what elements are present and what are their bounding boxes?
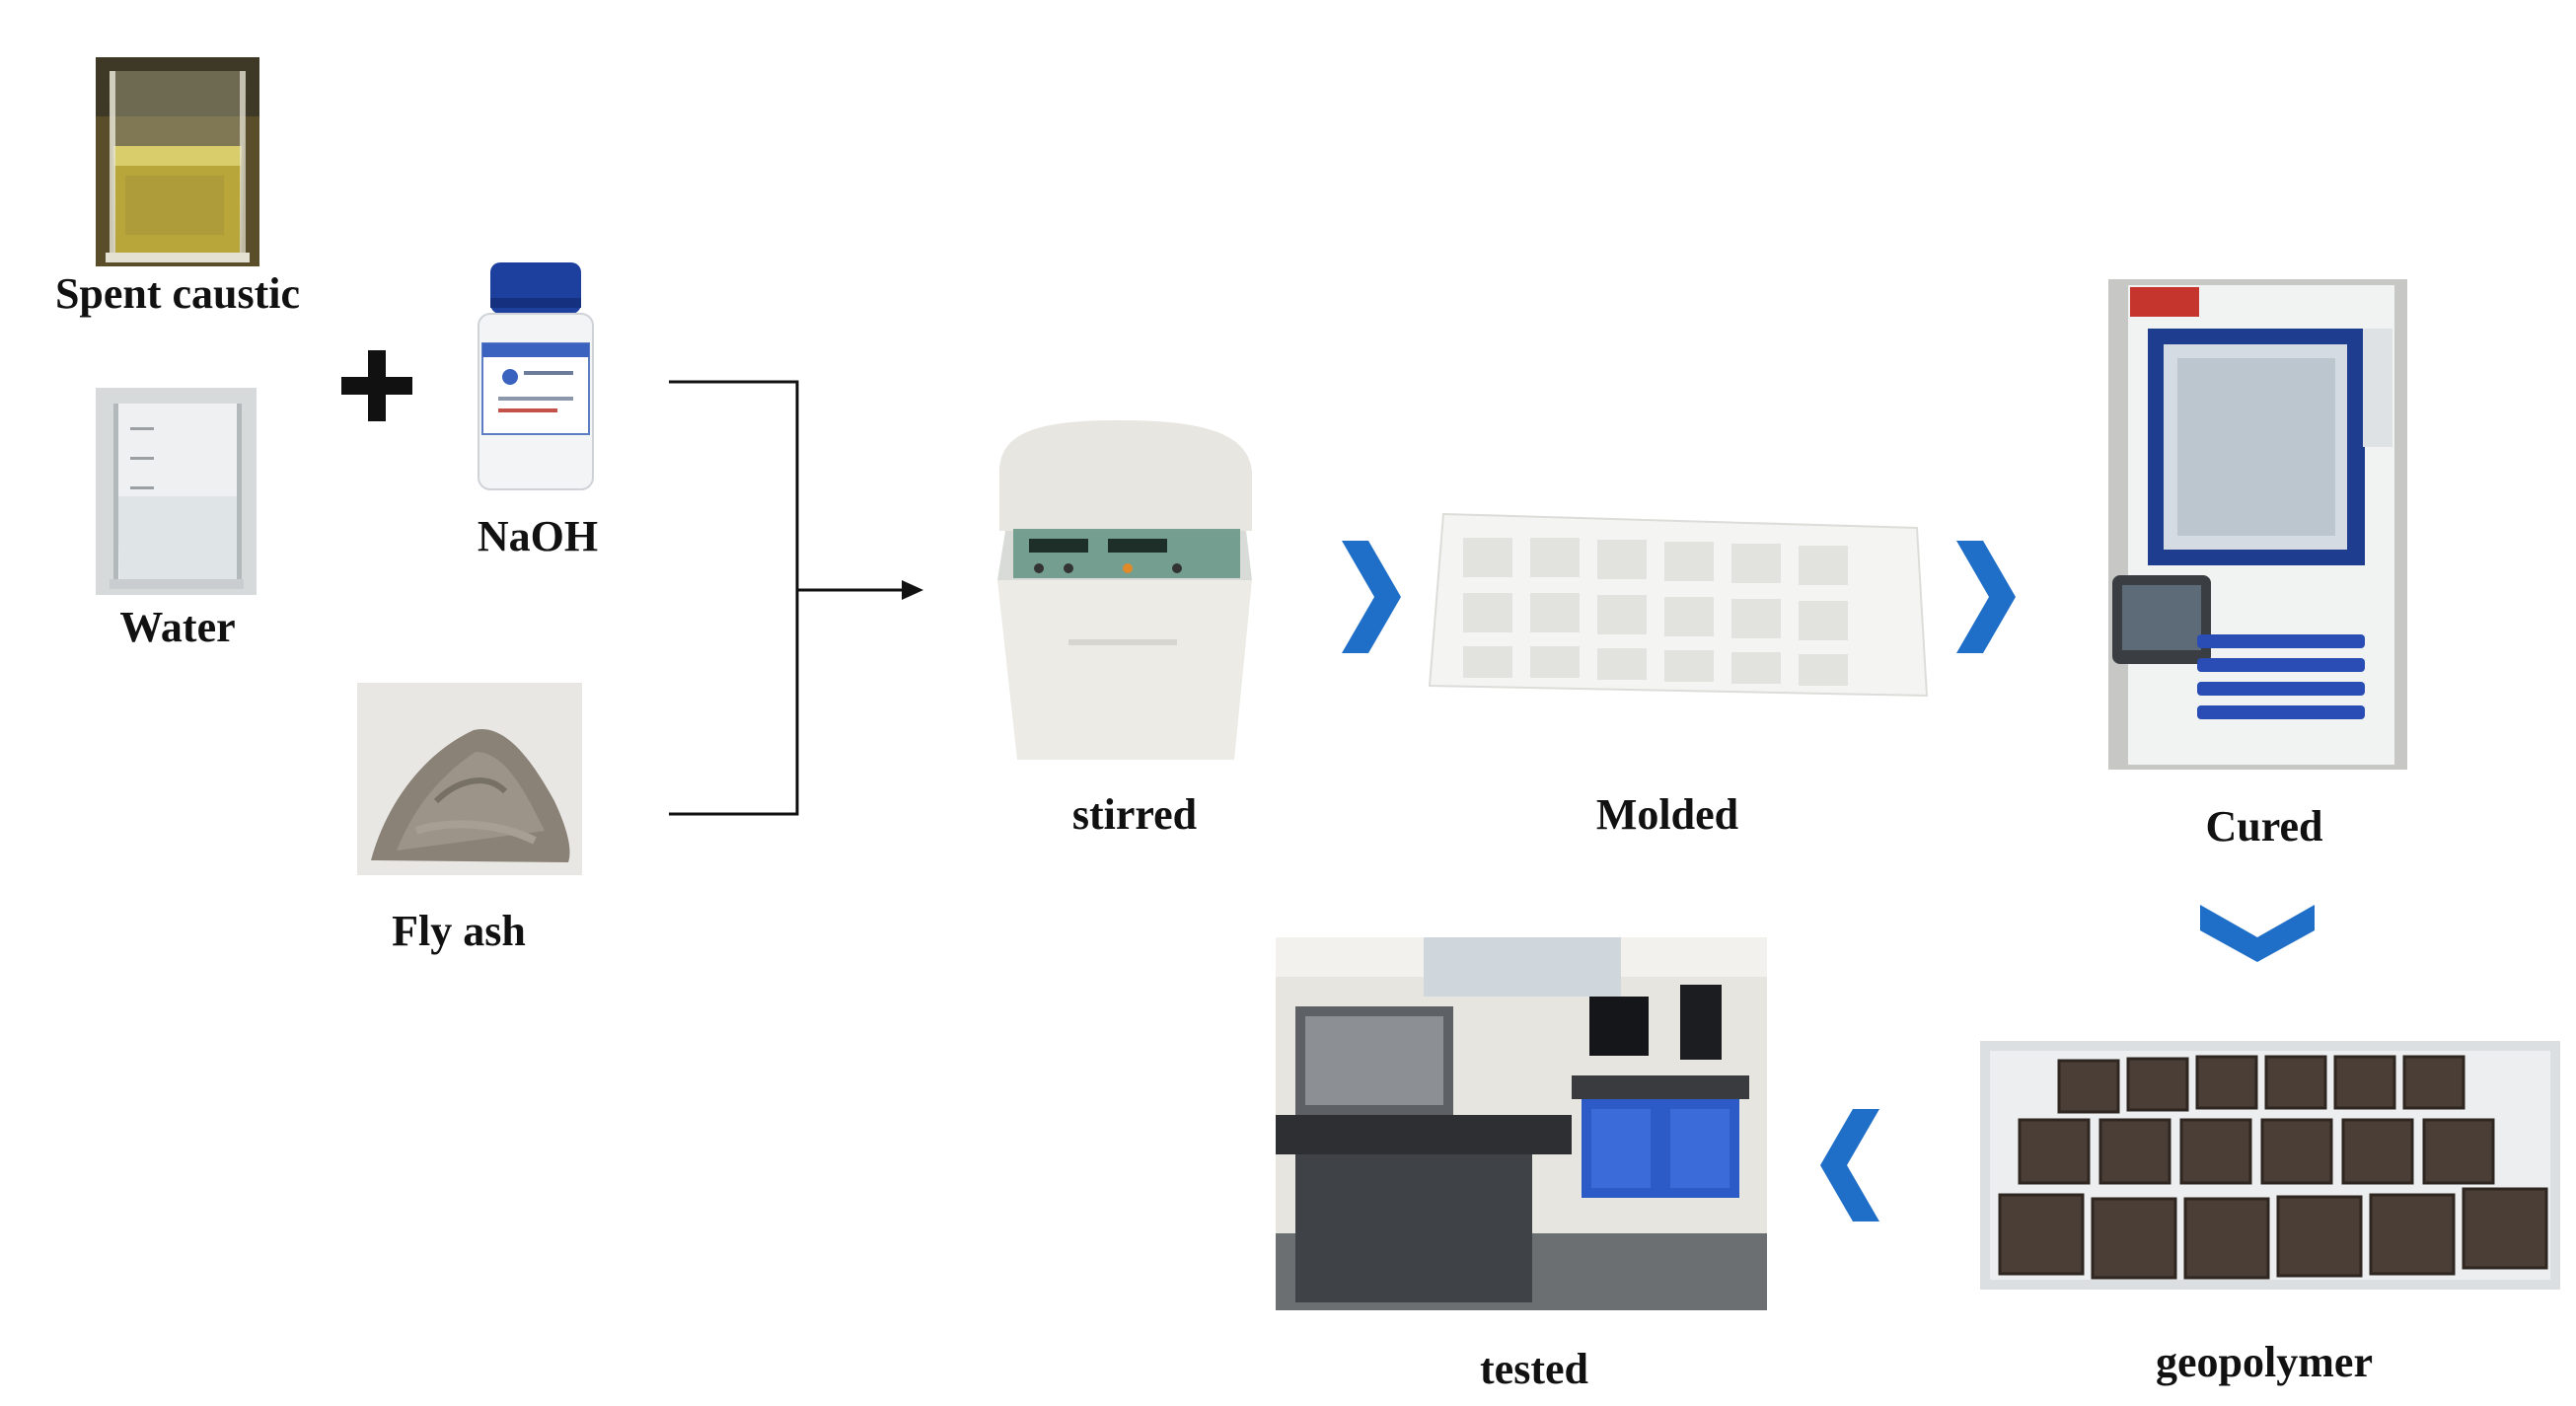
label-geopolymer: geopolymer [2156,1338,2373,1386]
label-fly-ash: Fly ash [392,907,526,955]
chevron-left-icon [1820,1109,1879,1221]
bracket-line [669,380,799,816]
fly-ash-image [357,683,582,875]
arrow-right-icon [797,580,923,600]
testing-machine-image [1276,937,1767,1310]
chevron-down-icon [2200,905,2315,962]
label-water: Water [119,603,236,651]
label-tested: tested [1480,1345,1588,1393]
chevron-right-icon [1342,541,1401,653]
label-spent-caustic: Spent caustic [54,269,301,318]
stirrer-image [980,412,1268,768]
curing-chamber-image [2108,279,2407,770]
chevron-right-icon [1956,541,2016,653]
geopolymer-cubes-image [1980,1041,2560,1290]
water-beaker-image [96,388,257,595]
plus-icon [341,350,412,421]
label-naoh: NaOH [477,512,599,560]
mold-image [1424,508,1929,705]
label-stirred: stirred [1071,790,1198,839]
naoh-bottle-image [469,259,603,495]
label-molded: Molded [1595,790,1739,839]
spent-caustic-beaker-image [96,57,259,266]
label-cured: Cured [2205,802,2323,851]
